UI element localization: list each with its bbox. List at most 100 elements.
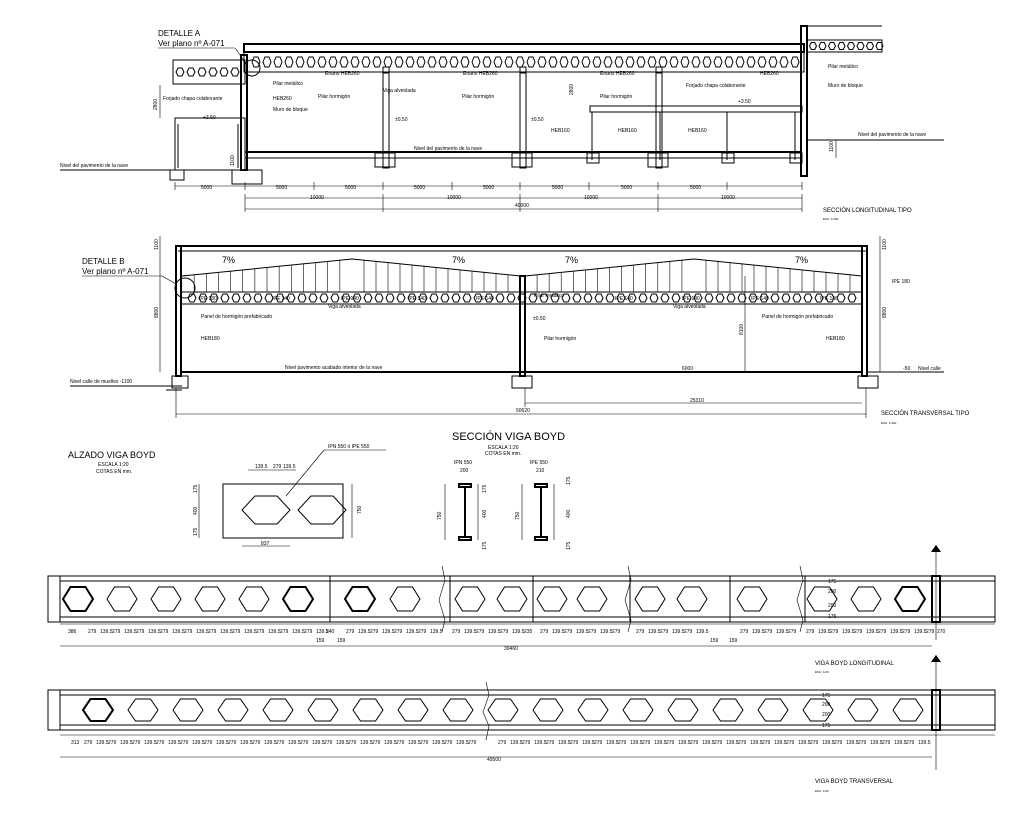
boyd-opening bbox=[847, 293, 857, 303]
boyd-opening bbox=[442, 698, 474, 722]
boyd-opening bbox=[427, 56, 437, 68]
beam-dim-label: 279 bbox=[452, 629, 461, 635]
boyd-opening bbox=[496, 586, 528, 612]
bl-mid-3: 235 bbox=[524, 629, 533, 635]
boyd-opening bbox=[187, 293, 197, 303]
boyd-opening bbox=[343, 586, 377, 612]
boyd-opening bbox=[307, 698, 339, 722]
beam-dim-label: 279 bbox=[642, 740, 651, 746]
boyd-opening bbox=[416, 56, 426, 68]
boyd-opening bbox=[350, 56, 360, 68]
boyd-opening bbox=[669, 56, 679, 68]
boyd-opening bbox=[682, 293, 692, 303]
beam-dim-label: 139.5 bbox=[890, 629, 903, 635]
boyd-opening bbox=[219, 67, 229, 77]
dim-5000-7: 5000 bbox=[690, 185, 701, 191]
lbl-heb160-a: HEB160 bbox=[551, 128, 570, 134]
beam-dim-label: 139.5 bbox=[678, 740, 691, 746]
lbl-ipe140-1: IPE 140 bbox=[272, 296, 290, 302]
beam-dim-label: 139.5 bbox=[774, 740, 787, 746]
bl-scale: ESC: 1/20 bbox=[815, 670, 829, 674]
beam-dim-label: 279 bbox=[112, 629, 121, 635]
elev-dim-right: 750 bbox=[357, 505, 363, 514]
elev-dim-left-2: 175 bbox=[193, 527, 199, 536]
lvl-right-t: -50 bbox=[903, 366, 910, 372]
beam-dim-label: 279 bbox=[788, 629, 797, 635]
boyd-opening bbox=[658, 56, 668, 68]
boyd-opening bbox=[808, 42, 818, 50]
beam-dim-label: 279 bbox=[878, 629, 887, 635]
bl-web-1: 200 bbox=[828, 589, 837, 595]
boyd-opening bbox=[319, 293, 329, 303]
boyd-opening bbox=[836, 293, 846, 303]
boyd-opening bbox=[150, 586, 182, 612]
lbl-enano-1: Enano HEB260 bbox=[325, 71, 360, 77]
boyd-opening bbox=[581, 56, 591, 68]
boyd-opening bbox=[837, 42, 846, 50]
beam-dim-label: 139.5 bbox=[120, 740, 133, 746]
beam-dim-label: 139.5 bbox=[358, 629, 371, 635]
bl-web-3: 175 bbox=[828, 614, 837, 620]
boyd-opening bbox=[209, 293, 219, 303]
boyd-opening bbox=[713, 56, 723, 68]
beam-dim-label: 279 bbox=[208, 629, 217, 635]
bl-mid-5: 159 bbox=[729, 638, 738, 644]
boyd-opening bbox=[712, 698, 744, 722]
boyd-opening bbox=[462, 293, 472, 303]
dim-t-h8800-right: 8800 bbox=[882, 307, 888, 318]
bl-web-2: 200 bbox=[828, 603, 837, 609]
beam-dim-label: 139.5 bbox=[192, 740, 205, 746]
boyd-opening bbox=[576, 586, 608, 612]
boyd-opening bbox=[577, 698, 609, 722]
boyd-opening bbox=[127, 698, 159, 722]
boyd-opening bbox=[603, 56, 613, 68]
bt-start: 313 bbox=[71, 740, 80, 746]
boyd-opening bbox=[638, 293, 648, 303]
boyd-opening bbox=[197, 67, 207, 77]
lbl-ipe140-6: IPE 140 bbox=[682, 296, 700, 302]
lvl-050-t: ±0.50 bbox=[533, 316, 546, 322]
boyd-opening bbox=[846, 42, 856, 50]
boyd-opening bbox=[702, 56, 712, 68]
boyd-opening bbox=[625, 56, 635, 68]
detail-a-ref: Ver plano nº A-071 bbox=[158, 39, 225, 48]
boyd-opening bbox=[275, 293, 285, 303]
lbl-ipe140-8: IPE 140 bbox=[820, 296, 838, 302]
boyd-opening bbox=[737, 293, 747, 303]
boyd-opening bbox=[286, 293, 296, 303]
longitudinal-section: DETALLE A Ver plano nº A-071 bbox=[60, 25, 944, 221]
beam-dim-label: 279 bbox=[476, 629, 485, 635]
lbl-heb260-right: HEB260 bbox=[760, 71, 779, 77]
boyd-opening bbox=[526, 56, 536, 68]
boyd-opening bbox=[592, 56, 602, 68]
sec-l-dim-2: 175 bbox=[482, 541, 488, 550]
boyd-opening bbox=[561, 293, 571, 303]
beam-dim-label: 279 bbox=[370, 629, 379, 635]
elev-dim-left-0: 175 bbox=[193, 484, 199, 493]
beam-dim-label: 279 bbox=[546, 740, 555, 746]
beam-dim-label: 139.5 bbox=[216, 740, 229, 746]
lbl-nivel-pav-acabado: Nivel pavimento acabado interior de la n… bbox=[285, 365, 382, 371]
beam-dim-label: 279 bbox=[858, 740, 867, 746]
boyd-opening bbox=[532, 698, 564, 722]
beam-dim-label: 139.5 bbox=[264, 740, 277, 746]
lbl-forjado-left: Forjado chapa colaborante bbox=[163, 96, 223, 102]
boyd-opening bbox=[634, 586, 666, 612]
boyd-opening bbox=[238, 586, 270, 612]
boyd-opening bbox=[622, 698, 654, 722]
slope-2: 7% bbox=[452, 255, 465, 265]
boyd-opening bbox=[460, 56, 470, 68]
boyd-opening bbox=[61, 586, 95, 612]
beam-dim-label: 279 bbox=[372, 740, 381, 746]
bl-title: VIGA BOYD LONGITUDINAL bbox=[815, 661, 894, 667]
beam-dim-label: 139.5 bbox=[726, 740, 739, 746]
beam-dim-label: 139.5 bbox=[696, 629, 709, 635]
beam-dim-label: 279 bbox=[232, 629, 241, 635]
boyd-opening bbox=[220, 293, 230, 303]
boyd-opening bbox=[106, 586, 138, 612]
right-boyd-beam bbox=[808, 42, 884, 50]
boyd-opening bbox=[487, 698, 519, 722]
boyd-opening bbox=[317, 56, 327, 68]
beam-dim-label: 279 bbox=[252, 740, 261, 746]
